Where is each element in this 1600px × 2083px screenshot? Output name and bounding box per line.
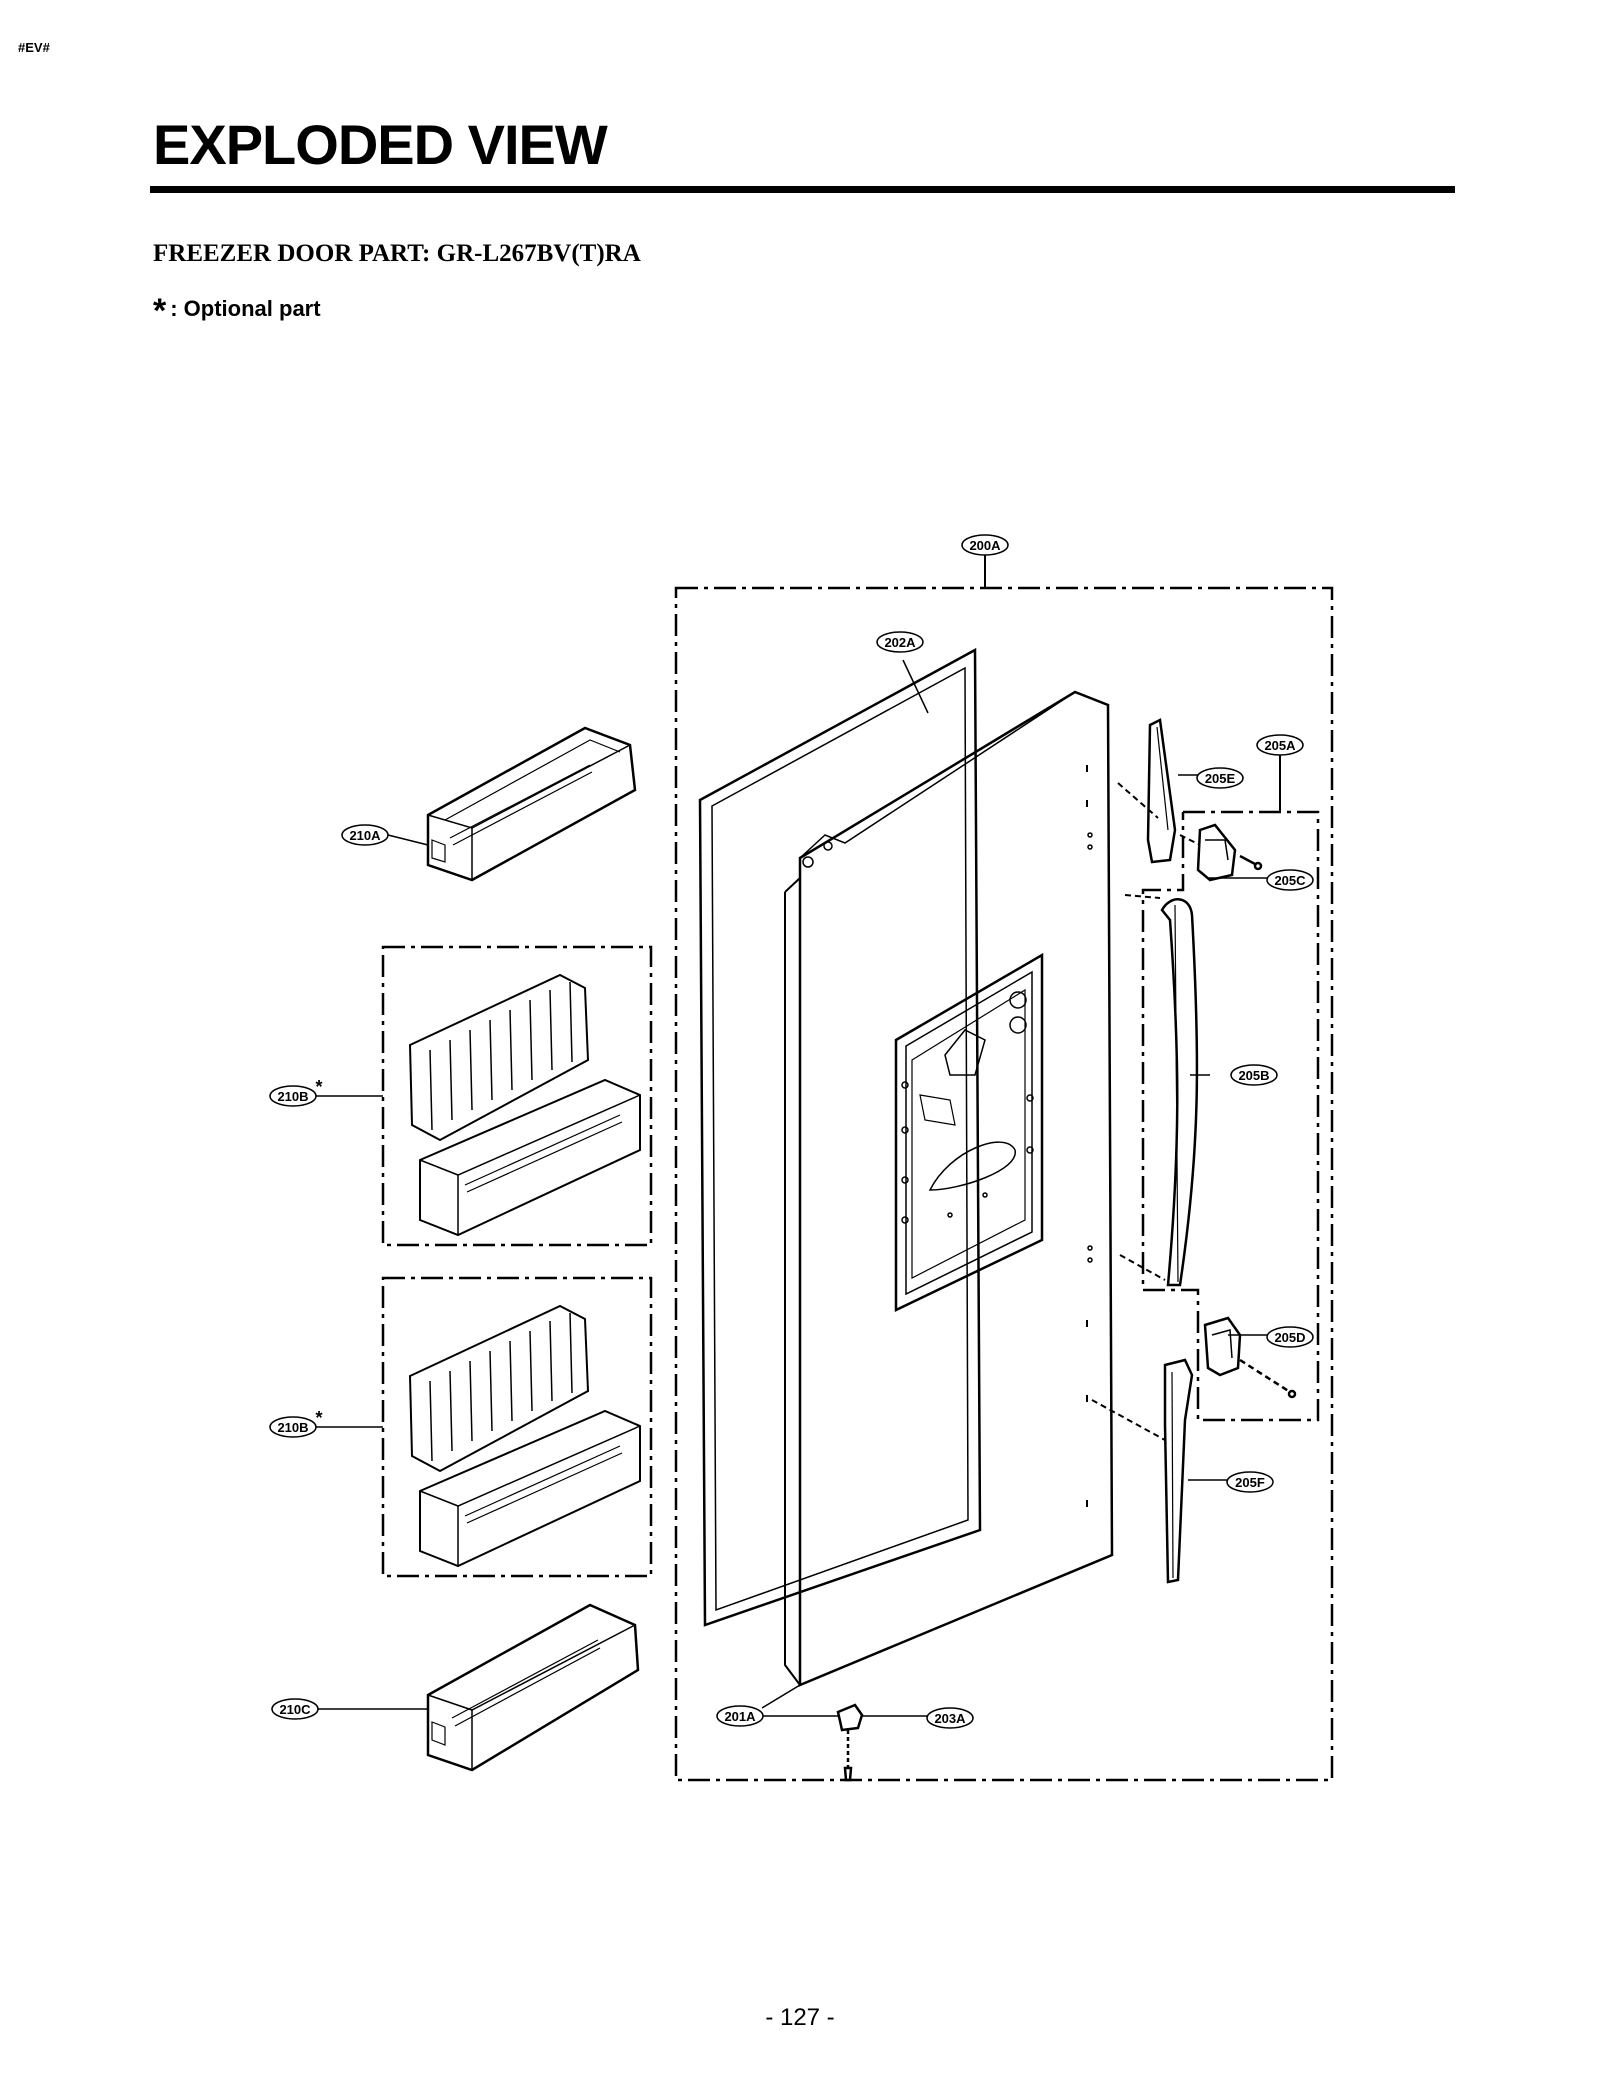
optional-basket-boundary-2: [381, 1276, 653, 1578]
dashed-guide-205B-top: [1124, 894, 1161, 899]
label-200A: 200A: [969, 538, 1001, 553]
handle-bar: [1160, 898, 1199, 1287]
lower-handle-cap: [1163, 1358, 1194, 1584]
optional-mark-symbol: *: [153, 292, 167, 330]
dashed-guide-205C: [1179, 834, 1201, 846]
optional-note-text: : Optional part: [170, 296, 321, 321]
label-205A: 205A: [1264, 738, 1296, 753]
lower-handle-bracket: [1203, 1316, 1297, 1399]
callout-labels: 200A 202A 205A 205E 205C 205B 205D 205F …: [277, 538, 1306, 1726]
label-205D: 205D: [1274, 1330, 1305, 1345]
optional-basket-boundary-1: [381, 945, 653, 1247]
upper-handle-bracket: [1196, 823, 1263, 882]
door-bin-210C: [426, 1603, 640, 1772]
door-gasket: [698, 647, 982, 1627]
optional-part-note: *: Optional part: [153, 292, 321, 331]
optional-mark-210B-upper: *: [315, 1077, 322, 1097]
optional-mark-210B-lower: *: [315, 1408, 322, 1428]
section-subtitle: FREEZER DOOR PART: GR-L267BV(T)RA: [153, 240, 641, 267]
label-203A: 203A: [934, 1711, 966, 1726]
title-divider: [150, 186, 1455, 193]
document-code: #EV#: [18, 40, 50, 55]
callout-bubbles: [269, 534, 1314, 1729]
page-number: - 127 -: [765, 2004, 835, 2031]
wire-basket-2: [408, 1304, 641, 1568]
callout-leaders: [315, 774, 1268, 1717]
wire-basket-1: [408, 973, 641, 1237]
label-205C: 205C: [1274, 873, 1306, 888]
label-205B: 205B: [1238, 1068, 1269, 1083]
label-205F: 205F: [1235, 1475, 1265, 1490]
page-title: EXPLODED VIEW: [153, 113, 608, 176]
door-bin-210A: [426, 726, 637, 882]
label-201A: 201A: [724, 1709, 756, 1724]
label-210B-lower: 210B: [277, 1420, 308, 1435]
upper-handle-cap: [1146, 718, 1177, 864]
dashed-guide-205B-bottom: [1119, 1254, 1166, 1281]
label-210B-upper: 210B: [277, 1089, 308, 1104]
dispenser-recess: [894, 952, 1044, 1312]
label-205E: 205E: [1205, 771, 1236, 786]
dashed-guide-205F: [1091, 1399, 1166, 1441]
dashed-guide-205E: [1117, 782, 1159, 819]
label-210A: 210A: [349, 828, 381, 843]
label-202A: 202A: [884, 635, 916, 650]
label-210C: 210C: [279, 1702, 311, 1717]
handle-assembly-boundary: [1141, 810, 1320, 1422]
door-panel: [784, 690, 1114, 1687]
lower-hinge: [836, 1703, 864, 1782]
door-assembly-boundary: [674, 555, 1334, 1782]
